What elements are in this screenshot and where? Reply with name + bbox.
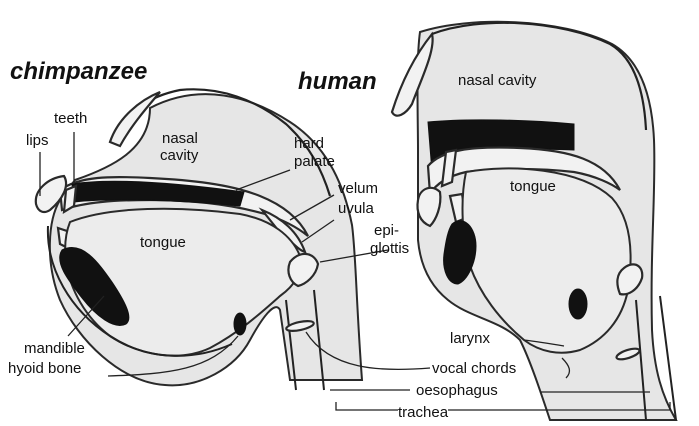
human-hyoid xyxy=(569,289,587,319)
label-hyoid-bone: hyoid bone xyxy=(8,360,81,377)
label-human-nasal-cavity: nasal cavity xyxy=(458,72,536,89)
label-oesophagus: oesophagus xyxy=(416,382,498,399)
label-teeth: teeth xyxy=(54,110,87,127)
label-nasal-2: cavity xyxy=(160,147,198,164)
label-epi-2: glottis xyxy=(370,240,409,257)
label-hard-2: palate xyxy=(294,153,335,170)
label-uvula: uvula xyxy=(338,200,374,217)
label-vocal-chords: vocal chords xyxy=(432,360,516,377)
human-title: human xyxy=(298,68,377,96)
human-tongue xyxy=(463,168,631,352)
chimp-hyoid xyxy=(234,313,246,335)
label-larynx: larynx xyxy=(450,330,490,347)
label-hard-1: hard xyxy=(294,135,324,152)
label-lips: lips xyxy=(26,132,49,149)
label-trachea: trachea xyxy=(398,404,448,421)
label-epi-1: epi- xyxy=(374,222,399,239)
label-mandible: mandible xyxy=(24,340,85,357)
chimpanzee-title: chimpanzee xyxy=(10,58,147,86)
label-nasal-1: nasal xyxy=(162,130,198,147)
label-velum: velum xyxy=(338,180,378,197)
label-chimp-tongue: tongue xyxy=(140,234,186,251)
label-human-tongue: tongue xyxy=(510,178,556,195)
